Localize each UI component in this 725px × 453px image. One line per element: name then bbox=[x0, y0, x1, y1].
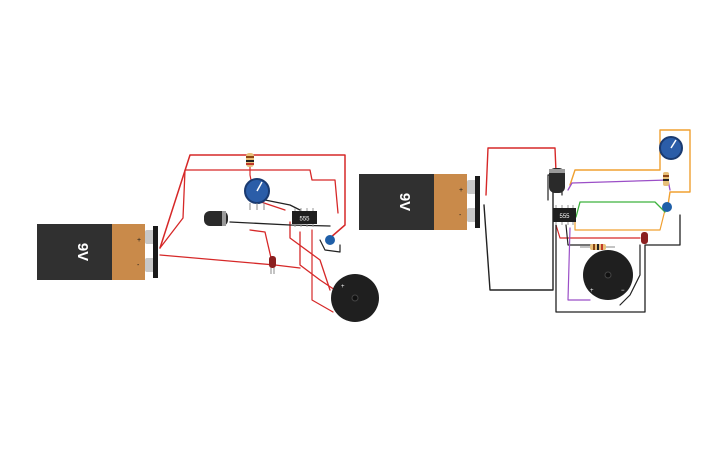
led-left[interactable] bbox=[269, 256, 276, 274]
buzzer-right[interactable]: + − bbox=[583, 250, 633, 300]
buzzer-plus-label: + bbox=[590, 288, 594, 294]
led-right[interactable] bbox=[641, 232, 648, 244]
battery-label: 9V bbox=[396, 193, 413, 211]
battery-label: 9V bbox=[74, 243, 91, 261]
resistor-right-vertical[interactable] bbox=[663, 172, 669, 186]
left-black-wires[interactable] bbox=[229, 199, 341, 253]
capacitor-body bbox=[549, 168, 565, 193]
ic-555-right[interactable]: 555 bbox=[553, 205, 576, 225]
buzzer-left[interactable]: + bbox=[331, 274, 379, 322]
right-green-wires[interactable] bbox=[575, 201, 666, 218]
buzzer-minus-label: − bbox=[621, 288, 625, 294]
resistor-left[interactable] bbox=[246, 153, 254, 167]
battery-copper-cap bbox=[112, 224, 145, 280]
right-purple-wires[interactable] bbox=[567, 179, 671, 301]
ic-555-left[interactable]: 555 bbox=[292, 208, 317, 227]
battery-right[interactable]: 9V + - bbox=[359, 174, 480, 230]
battery-body bbox=[37, 224, 112, 280]
battery-snap bbox=[153, 226, 158, 278]
ic-body bbox=[292, 211, 317, 224]
battery-copper-cap bbox=[434, 174, 467, 230]
right-orange-wires[interactable] bbox=[569, 129, 691, 231]
circuit-left: 9V + - 555 bbox=[37, 153, 379, 322]
resistor-right-horizontal[interactable] bbox=[580, 244, 615, 250]
battery-terminal-minus bbox=[145, 258, 155, 272]
ic-label: 555 bbox=[559, 214, 570, 220]
capacitor-left[interactable] bbox=[204, 211, 228, 226]
battery-terminal-plus bbox=[467, 180, 477, 194]
ic-label: 555 bbox=[299, 217, 310, 223]
potentiometer-right[interactable] bbox=[659, 136, 683, 160]
right-black-wires[interactable] bbox=[483, 174, 681, 313]
battery-terminal-plus bbox=[145, 230, 155, 244]
ceramic-capacitor-left[interactable] bbox=[325, 235, 335, 245]
battery-terminal-minus bbox=[467, 208, 477, 222]
led-body bbox=[269, 256, 276, 268]
ceramic-cap-body bbox=[325, 235, 335, 245]
battery-minus-label: - bbox=[137, 262, 140, 269]
battery-snap bbox=[475, 176, 480, 228]
left-red-wires[interactable] bbox=[159, 154, 346, 313]
battery-body bbox=[359, 174, 434, 230]
battery-left[interactable]: 9V + - bbox=[37, 224, 158, 280]
ic-body bbox=[553, 208, 576, 222]
right-red-wires[interactable] bbox=[485, 147, 641, 239]
battery-plus-label: + bbox=[137, 237, 141, 244]
ceramic-capacitor-right[interactable] bbox=[662, 202, 672, 212]
circuit-right: 9V + - 555 bbox=[359, 129, 691, 313]
buzzer-plus-label: + bbox=[341, 284, 345, 290]
battery-plus-label: + bbox=[459, 187, 463, 194]
capacitor-right[interactable] bbox=[549, 168, 565, 193]
potentiometer-left[interactable] bbox=[244, 178, 270, 210]
battery-minus-label: - bbox=[459, 212, 462, 219]
